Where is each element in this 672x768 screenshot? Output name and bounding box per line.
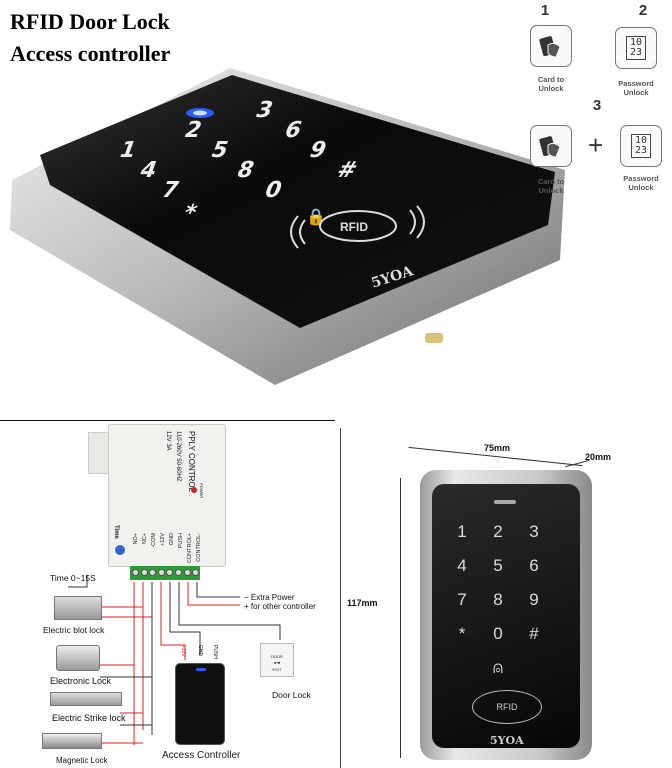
key-4[interactable]: 4 bbox=[457, 556, 467, 575]
key-9[interactable]: 9 bbox=[529, 590, 539, 609]
height-dimension: 117mm bbox=[347, 598, 378, 608]
terminal-screw bbox=[149, 569, 157, 576]
power-led bbox=[191, 487, 197, 493]
rfid-label: RFID bbox=[472, 690, 542, 724]
access-controller-image bbox=[175, 663, 225, 745]
key-7[interactable]: 7 bbox=[457, 590, 467, 609]
depth-dimension: 20mm bbox=[585, 452, 612, 462]
black-face bbox=[40, 75, 555, 328]
lock-key-icon: 🔒 bbox=[306, 207, 326, 226]
electronic-lock-image bbox=[56, 645, 100, 671]
lock-label: Electric blot lock bbox=[43, 625, 105, 635]
electric-strike-lock-image bbox=[50, 692, 122, 706]
section-divider bbox=[0, 420, 335, 421]
side-screw bbox=[425, 333, 443, 343]
terminal-screw bbox=[166, 569, 174, 576]
terminal-screw bbox=[183, 569, 191, 576]
terminal-label: NO+ bbox=[133, 533, 139, 545]
status-led bbox=[494, 500, 516, 504]
terminal-label: PUSH bbox=[178, 533, 184, 549]
key-*[interactable]: * bbox=[458, 624, 466, 643]
extra-power-plus-label: + for other controller bbox=[244, 602, 316, 611]
mode-2-number: 2 bbox=[638, 2, 648, 19]
terminal-label: +12V bbox=[160, 533, 166, 546]
mode-3-number: 3 bbox=[592, 97, 602, 114]
lock-label: Electric Strike lock bbox=[52, 713, 126, 723]
wire-label: PUSH bbox=[212, 645, 218, 659]
section-divider bbox=[340, 428, 341, 768]
electric-bolt-lock-image bbox=[54, 596, 102, 620]
access-controller-label: Access Controller bbox=[162, 750, 241, 761]
headline-line1: RFID Door Lock bbox=[10, 9, 170, 34]
headline-line2: Access controller bbox=[10, 41, 171, 66]
key-3[interactable]: 3 bbox=[529, 522, 539, 541]
time-knob-icon[interactable] bbox=[115, 545, 125, 555]
key-6[interactable]: 6 bbox=[529, 556, 539, 575]
key-5[interactable]: 5 bbox=[493, 556, 503, 575]
key-1[interactable]: 1 bbox=[457, 522, 467, 541]
terminal-screw bbox=[192, 569, 200, 576]
power-supply-box: PPLY CONTROL 110-260V 50-60HZ 12V 3A POW… bbox=[108, 424, 226, 567]
bell-key-icon[interactable]: ⍝ bbox=[492, 658, 504, 677]
wire-label: +12V bbox=[180, 645, 186, 657]
width-dimension: 75mm bbox=[484, 443, 511, 453]
terminal-label: NC+ bbox=[142, 533, 148, 545]
wire-label: GND bbox=[197, 645, 203, 657]
terminal-screw bbox=[132, 569, 139, 576]
terminal-block bbox=[130, 566, 200, 580]
brand-logo: 5YOA bbox=[490, 734, 524, 747]
terminal-label: CONTROL+ bbox=[187, 533, 193, 564]
rfid-waves bbox=[290, 205, 425, 249]
key-8[interactable]: 8 bbox=[493, 590, 503, 609]
key-0[interactable]: 0 bbox=[493, 624, 503, 643]
terminal-label: CONTROL- bbox=[196, 533, 202, 562]
time-range-label: Time 0~15S bbox=[50, 573, 96, 583]
terminal-screw bbox=[140, 569, 148, 576]
key-#[interactable]: # bbox=[529, 624, 539, 643]
card-hand-icon bbox=[530, 125, 572, 167]
terminal-label: GND bbox=[169, 533, 175, 546]
key-2[interactable]: 2 bbox=[493, 522, 503, 541]
magnetic-lock-image bbox=[42, 733, 102, 749]
terminal-screw bbox=[157, 569, 165, 576]
rfid-label: RFID bbox=[340, 220, 368, 234]
lock-label: Electronic Lock bbox=[50, 676, 112, 686]
exit-button-image: DOOR⊶EXIT bbox=[260, 643, 294, 677]
plus-sign: + bbox=[588, 130, 604, 160]
time-knob-label: Time bbox=[113, 525, 119, 539]
card-hand-icon bbox=[530, 25, 572, 67]
extra-power-minus-label: − Extra Power bbox=[244, 593, 295, 602]
wiring-lines bbox=[68, 575, 281, 745]
lock-label: Magnetic Lock bbox=[56, 756, 108, 765]
mode-1-number: 1 bbox=[540, 2, 550, 19]
terminal-label: -COM bbox=[151, 533, 157, 548]
keypad-front-view: RFID 5YOA 1 2 3 4 5 6 7 8 9 * 0 # ⍝ bbox=[420, 470, 592, 760]
terminal-screw bbox=[175, 569, 182, 576]
door-lock-label: Door Lock bbox=[272, 690, 311, 700]
